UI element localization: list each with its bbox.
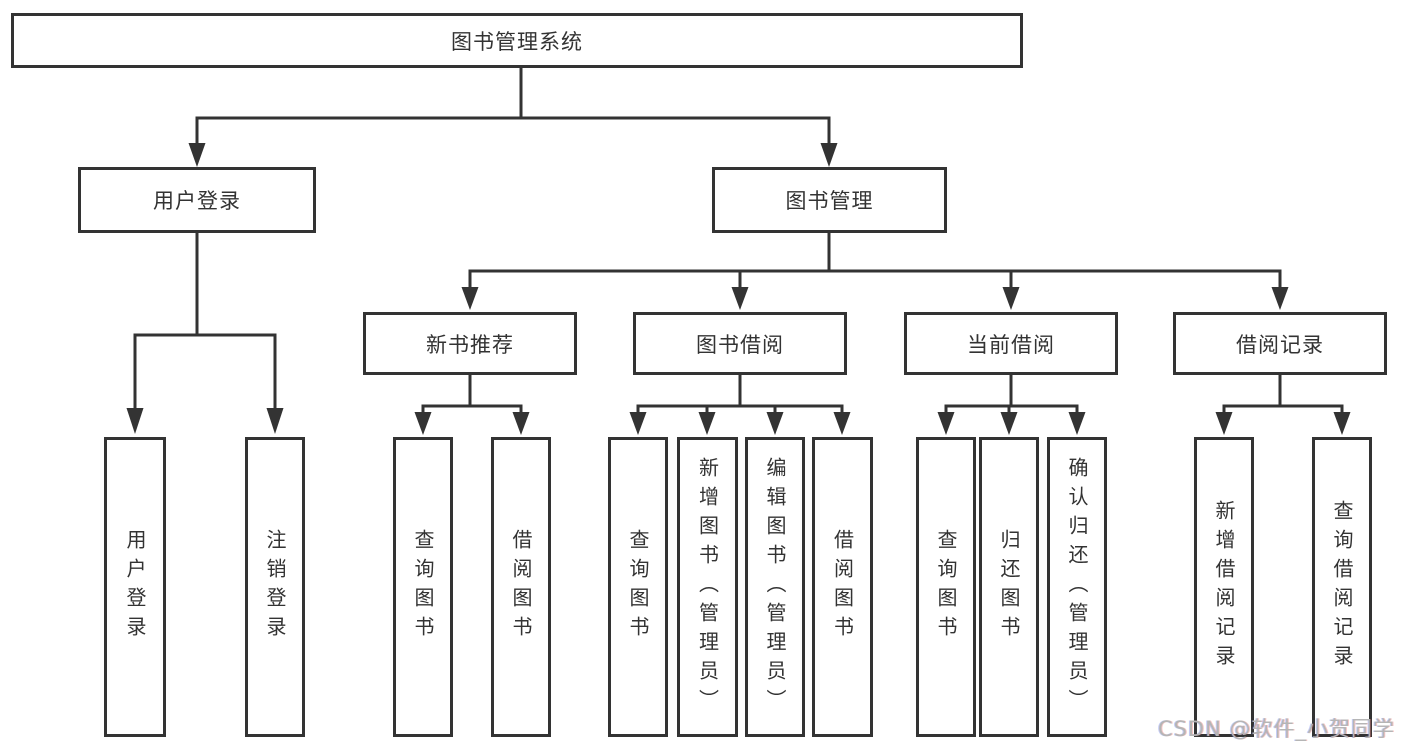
node-borrow-records-label: 借阅记录	[1236, 332, 1324, 357]
leaf-recommend-query-books-label: 查询图书	[411, 529, 435, 645]
connector-book-borrow-split	[629, 374, 851, 435]
leaf-records-add-record-label: 新增借阅记录	[1212, 500, 1236, 674]
leaf-logout-label: 注销登录	[263, 529, 287, 645]
node-book-borrow: 图书借阅	[633, 312, 847, 375]
leaf-records-query-record: 查询借阅记录	[1312, 437, 1372, 737]
leaf-recommend-query-books: 查询图书	[393, 437, 453, 737]
leaf-records-add-record: 新增借阅记录	[1194, 437, 1254, 737]
leaf-borrow-edit-books-admin-label: 编辑图书（管理员）	[763, 456, 787, 718]
leaf-borrow-borrow-books: 借阅图书	[812, 437, 873, 737]
node-book-borrow-label: 图书借阅	[696, 332, 784, 357]
leaf-borrow-add-books-admin: 新增图书（管理员）	[677, 437, 738, 737]
leaf-user-login: 用户登录	[104, 437, 166, 737]
node-user-login: 用户登录	[78, 167, 316, 233]
node-new-book-recommend: 新书推荐	[363, 312, 577, 375]
leaf-recommend-borrow-books-label: 借阅图书	[509, 529, 533, 645]
leaf-records-query-record-label: 查询借阅记录	[1330, 500, 1354, 674]
leaf-recommend-borrow-books: 借阅图书	[491, 437, 551, 737]
leaf-borrow-add-books-admin-label: 新增图书（管理员）	[695, 456, 720, 718]
node-new-book-recommend-label: 新书推荐	[426, 332, 514, 357]
leaf-current-query-books: 查询图书	[916, 437, 976, 737]
leaf-borrow-query-books: 查询图书	[608, 437, 668, 737]
leaf-user-login-label: 用户登录	[123, 529, 147, 645]
node-book-management-label: 图书管理	[785, 189, 874, 213]
connector-borrow-records-split	[1215, 374, 1351, 435]
leaf-logout: 注销登录	[245, 437, 305, 737]
node-library-management-system-label: 图书管理系统	[451, 29, 583, 54]
node-current-borrow-label: 当前借阅	[967, 332, 1055, 357]
node-book-management: 图书管理	[712, 167, 947, 233]
connector-new-book-recommend-split	[414, 374, 530, 435]
leaf-borrow-borrow-books-label: 借阅图书	[830, 529, 855, 645]
leaf-current-return-books: 归还图书	[979, 437, 1039, 737]
node-current-borrow: 当前借阅	[904, 312, 1118, 375]
leaf-current-query-books-label: 查询图书	[934, 529, 958, 645]
leaf-borrow-query-books-label: 查询图书	[626, 529, 650, 645]
connector-current-borrow-split	[937, 374, 1086, 435]
node-library-management-system: 图书管理系统	[11, 13, 1023, 68]
connector-user-login-split	[126, 232, 284, 434]
leaf-current-return-books-label: 归还图书	[997, 529, 1021, 645]
leaf-current-confirm-return-admin-label: 确认归还（管理员）	[1065, 456, 1089, 718]
leaf-borrow-edit-books-admin: 编辑图书（管理员）	[745, 437, 805, 737]
node-borrow-records: 借阅记录	[1173, 312, 1387, 375]
csdn-watermark: CSDN @软件_小贺同学	[1157, 717, 1395, 741]
connector-book-management-split	[461, 232, 1289, 310]
connector-root-split	[188, 68, 838, 167]
node-user-login-label: 用户登录	[153, 189, 241, 213]
leaf-current-confirm-return-admin: 确认归还（管理员）	[1047, 437, 1107, 737]
